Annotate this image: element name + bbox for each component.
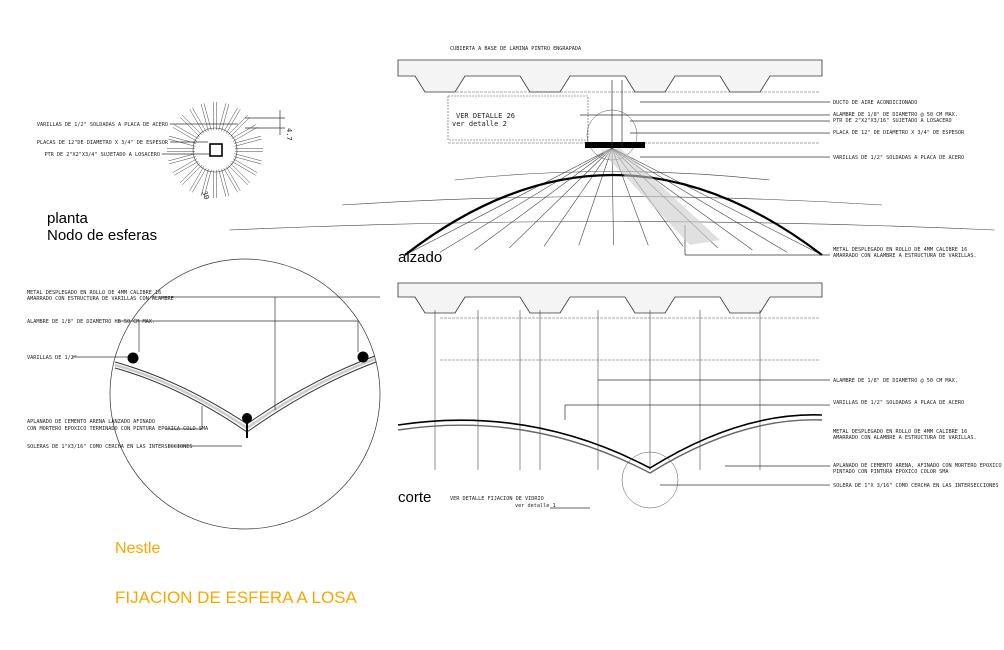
detail-callout [621,451,679,509]
planta-leaders [162,110,285,155]
corte-title: corte [398,489,431,506]
corte-slab [397,282,823,314]
ptr-square [209,143,223,157]
corte-shell [397,414,823,469]
corte-ref: VER DETALLE FIJACION DE VIDRIO [450,496,544,502]
corte-label: AMARRADO CON ALAMBRE A ESTRUCTURA DE VAR… [833,435,977,441]
alzado-dome [229,147,995,256]
corte-label: ALAMBRE DE 1/8" DE DIAMETRO @ 50 CM MAX. [833,378,958,384]
planta-node [167,102,263,198]
detail-label: ALAMBRE DE 1/8" DE DIAMETRO HB 50 CM MAX… [27,319,155,325]
alzado-ref: VER DETALLE 26 [456,112,515,120]
alzado-leaders [580,80,830,256]
rebar-dot [357,351,369,363]
detail-label: VARILLAS DE 1/2" [27,355,77,361]
alzado-label: VARILLAS DE 1/2" SOLDADAS A PLACA DE ACE… [833,155,964,161]
planta-label: PLACAS DE 12"DE DIAMETRO X 3/4" DE ESPES… [37,140,169,146]
alzado-label: PTR DE 2"X2"X3/16" SUJETADO A LOSACERO [833,118,952,124]
detail-leaders [72,296,380,447]
planta-label: PTR DE 2"X2"X3/4" SUJETADO A LOSACERO [44,152,160,158]
corte-label: VARILLAS DE 1/2" SOLDADAS A PLACA DE ACE… [833,400,964,406]
alzado-label: ALAMBRE DE 1/8" DE DIAMETRO @ 50 CM MAX. [833,112,958,118]
detail-label: APLANADO DE CEMENTO ARENA LANZADO AFINAD… [27,419,155,425]
dome-outline [404,174,823,256]
rebar-dot [242,413,252,423]
project-name: Nestle [115,540,160,557]
dimension: 4.7 [285,128,293,141]
alzado-label: AMARRADO CON ALAMBRE A ESTRUCTURA DE VAR… [833,253,977,259]
planta-subtitle: Nodo de esferas [47,227,157,244]
corte-leaders [564,379,830,486]
planta-title: planta [47,210,89,227]
corte-verticals [434,310,761,470]
alzado-slab [397,59,823,93]
rebar-dot [127,352,139,364]
detail-label: CON MORTERO EPOXICO TERMINADO CON PINTUR… [27,426,209,432]
alzado-ref: ver detalle 2 [452,120,507,128]
detail-label: METAL DESPLEGADO EN ROLLO DE 4MM CALIBRE… [27,290,161,296]
detail-label: AMARRADO CON ESTRUCTURA DE VARILLAS CON … [27,296,174,302]
alzado-top-label: CUBIERTA A BASE DE LAMINA PINTRO ENGRAPA… [450,46,582,52]
corte-ref: ver detalle 1 [515,503,556,509]
corte-label: METAL DESPLEGADO EN ROLLO DE 4MM CALIBRE… [833,429,967,435]
alzado-title: alzado [398,249,442,266]
dimension: 30 [200,190,210,201]
mesh-hatch [600,148,720,245]
corte-label: APLANADO DE CEMENTO ARENA, AFINADO CON M… [833,463,1002,469]
alzado-label: DUCTO DE AIRE ACONDICIONADO [833,100,917,106]
corte-label: SOLERA DE 1"X 3/16" COMO CERCHA EN LAS I… [833,483,999,489]
planta-label: VARILLAS DE 1/2" SOLDADAS A PLACA DE ACE… [37,122,168,128]
detail-circle [109,258,381,530]
detail-label: SOLERAS DE 1"X3/16" COMO CERCHA EN LAS I… [27,444,193,450]
alzado-label: PLACA DE 12" DE DIAMETRO X 3/4" DE ESPES… [833,130,965,136]
drawing-title: FIJACION DE ESFERA A LOSA [115,588,358,607]
corte-label: PINTADO CON PINTURA EPOXICO COLOR SMA [833,469,949,475]
alzado-label: METAL DESPLEGADO EN ROLLO DE 4MM CALIBRE… [833,247,967,253]
